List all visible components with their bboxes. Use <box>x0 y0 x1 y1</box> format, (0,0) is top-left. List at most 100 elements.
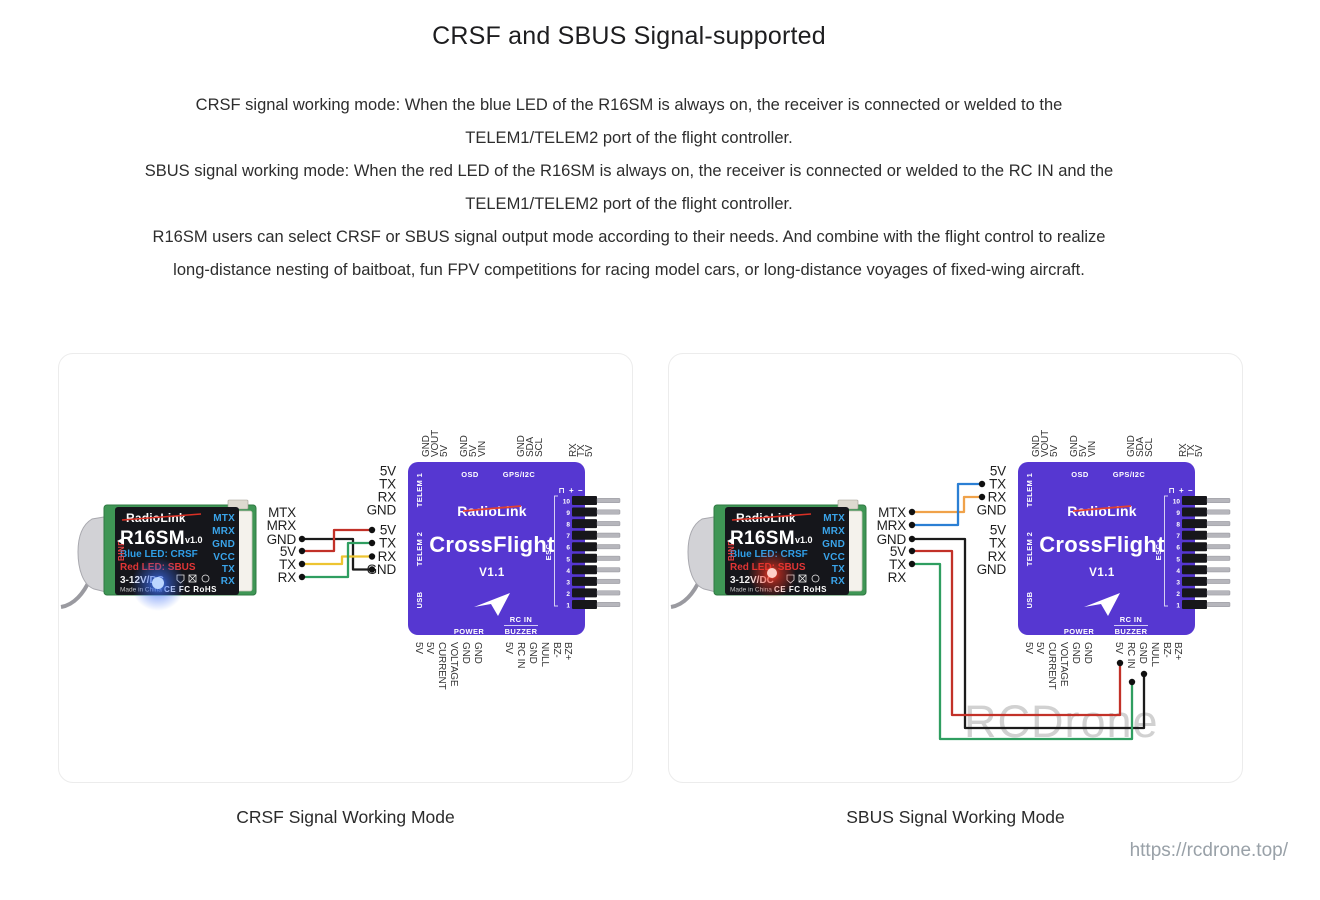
wire-tx <box>911 562 1133 740</box>
fc-top-pin: GND <box>516 435 527 457</box>
wire-rx <box>301 541 372 578</box>
esc-pin-header: ⊓ + − <box>558 486 583 495</box>
fc-port-power: POWER <box>453 627 484 636</box>
fc-model: CrossFlight <box>1039 532 1165 557</box>
fc-bottom-pin: NULL <box>539 642 550 667</box>
svg-text:10: 10 <box>562 498 570 505</box>
crsf-mode-panel: RadioLink R16SM v1.0 Blue LED: CRSF Red … <box>58 353 633 783</box>
svg-text:3: 3 <box>1176 579 1180 586</box>
fc-board <box>407 461 585 635</box>
wire-label: 5V <box>989 522 1005 537</box>
blue-led <box>151 576 164 589</box>
fc-port-buzzer: BUZZER <box>504 627 537 636</box>
fc-port-gps: GPS/I2C <box>1112 470 1145 479</box>
fc-esc-label: ESC <box>544 543 553 560</box>
fc-port-telem1: TELEM 1 <box>1025 472 1034 506</box>
receiver-bind-label: BIND <box>117 539 126 561</box>
fc-board <box>1017 461 1195 635</box>
receiver-pin-label: GND <box>212 539 235 550</box>
svg-text:7: 7 <box>566 533 570 540</box>
fc-top-pin: TX <box>576 444 587 457</box>
fc-top-pin: GND <box>1031 435 1042 457</box>
fc-top-pin: GND <box>1069 435 1080 457</box>
receiver-pin-label: TX <box>831 564 844 575</box>
connection-dots <box>908 480 1147 685</box>
intro-line: long-distance nesting of baitboat, fun F… <box>173 261 1085 279</box>
fc-top-pin: VIN <box>1087 440 1098 456</box>
fc-top-pin-labels: GND VOUT 5V GND 5V VIN GND SDA SCL RX TX… <box>421 429 595 456</box>
wire-label: GND <box>876 532 906 547</box>
receiver-pin-label: MRX <box>822 526 845 537</box>
fc-telem2-labels: 5V TX RX GND <box>366 522 396 577</box>
fc-bottom-pin: CURRENT <box>1046 642 1057 690</box>
wire-label: 5V <box>279 544 295 559</box>
r16sm-receiver: RadioLink R16SM v1.0 Blue LED: CRSF Red … <box>60 499 256 611</box>
sbus-wiring-diagram: RCDrone RadioLink R16SM v1.0 Blue LED: C… <box>670 429 1230 747</box>
wire-label: TX <box>379 535 396 550</box>
crsf-wiring-diagram: RadioLink R16SM v1.0 Blue LED: CRSF Red … <box>60 429 620 690</box>
wire-label: 5V <box>989 463 1005 478</box>
fc-model: CrossFlight <box>429 532 555 557</box>
red-led <box>766 567 777 578</box>
fc-port-usb: USB <box>1025 591 1034 608</box>
wire-mtx <box>911 495 982 513</box>
fc-bottom-pin: 5V <box>1034 642 1045 654</box>
sbus-panel-caption: SBUS Signal Working Mode <box>846 807 1065 827</box>
fc-telem2-labels: 5V TX RX GND <box>976 522 1006 577</box>
wire-label: MRX <box>876 518 906 533</box>
receiver-pin-label: RX <box>220 576 234 587</box>
fc-top-pin: 5V <box>1049 444 1060 456</box>
fc-bottom-pin: RC IN <box>1125 642 1136 668</box>
fc-top-pin: SCL <box>534 437 545 456</box>
fc-top-pin: TX <box>1186 444 1197 457</box>
wire-label: RX <box>987 549 1006 564</box>
svg-text:1: 1 <box>566 602 570 609</box>
fc-bottom-pin: GND <box>472 642 483 664</box>
svg-text:9: 9 <box>1176 510 1180 517</box>
intro-line: R16SM users can select CRSF or SBUS sign… <box>152 228 1106 246</box>
fc-bottom-pin: 5V <box>424 642 435 654</box>
wire-label: RX <box>277 570 296 585</box>
wire-tx <box>301 554 372 565</box>
fc-bottom-pin: CURRENT <box>436 642 447 690</box>
fc-bottom-pin: GND <box>460 642 471 664</box>
esc-bracket <box>1163 495 1168 606</box>
bind-arrow-icon <box>726 537 734 544</box>
fc-bottom-pin: GND <box>1082 642 1093 664</box>
esc-numbers: 10 9 8 7 6 5 4 3 2 1 <box>562 498 570 609</box>
receiver-pin-label: GND <box>822 539 845 550</box>
fc-bottom-pin: GND <box>1070 642 1081 664</box>
receiver-pin-label: VCC <box>823 552 845 563</box>
fc-version: V1.1 <box>1089 567 1115 579</box>
fc-bottom-pin: NULL <box>1149 642 1160 667</box>
receiver-pin-label: MTX <box>823 513 845 524</box>
intro-line: TELEM1/TELEM2 port of the flight control… <box>465 129 793 147</box>
svg-text:2: 2 <box>1176 590 1180 597</box>
antenna-housing <box>686 514 720 594</box>
crossflight-fc: OSD GPS/I2C TELEM 1 TELEM 2 USB RadioLin… <box>407 461 620 636</box>
receiver-cert: CE FC RoHS <box>164 585 217 594</box>
wire-label: TX <box>889 557 906 572</box>
crossflight-fc: OSD GPS/I2C TELEM 1 TELEM 2 USB RadioLin… <box>1017 461 1230 636</box>
fc-port-osd: OSD <box>1071 470 1089 479</box>
fc-top-pin: 5V <box>584 444 595 456</box>
wires <box>301 528 372 578</box>
fc-telem1-labels: 5V TX RX GND <box>976 463 1006 517</box>
receiver-model: R16SM <box>120 528 185 549</box>
wire-label: GND <box>976 502 1006 517</box>
page-title: CRSF and SBUS Signal-supported <box>432 22 826 50</box>
wire-label: RX <box>377 549 396 564</box>
wire-label: RX <box>377 489 396 504</box>
brand-swoosh <box>731 512 811 521</box>
esc-bracket <box>553 495 558 606</box>
fc-top-pin: VOUT <box>430 429 441 456</box>
fc-top-pin: SDA <box>525 436 536 456</box>
receiver-pin-label: RX <box>830 576 844 587</box>
fc-port-rcin: RC IN <box>1119 615 1141 624</box>
fc-bottom-pin: BZ+ <box>1172 642 1183 660</box>
fc-top-pin: GND <box>459 435 470 457</box>
fc-bottom-pin: VOLTAGE <box>1058 642 1069 687</box>
wire-label: RX <box>887 570 906 585</box>
wire-gnd <box>911 537 1145 729</box>
r16sm-receiver: RadioLink R16SM v1.0 Blue LED: CRSF Red … <box>670 499 866 609</box>
